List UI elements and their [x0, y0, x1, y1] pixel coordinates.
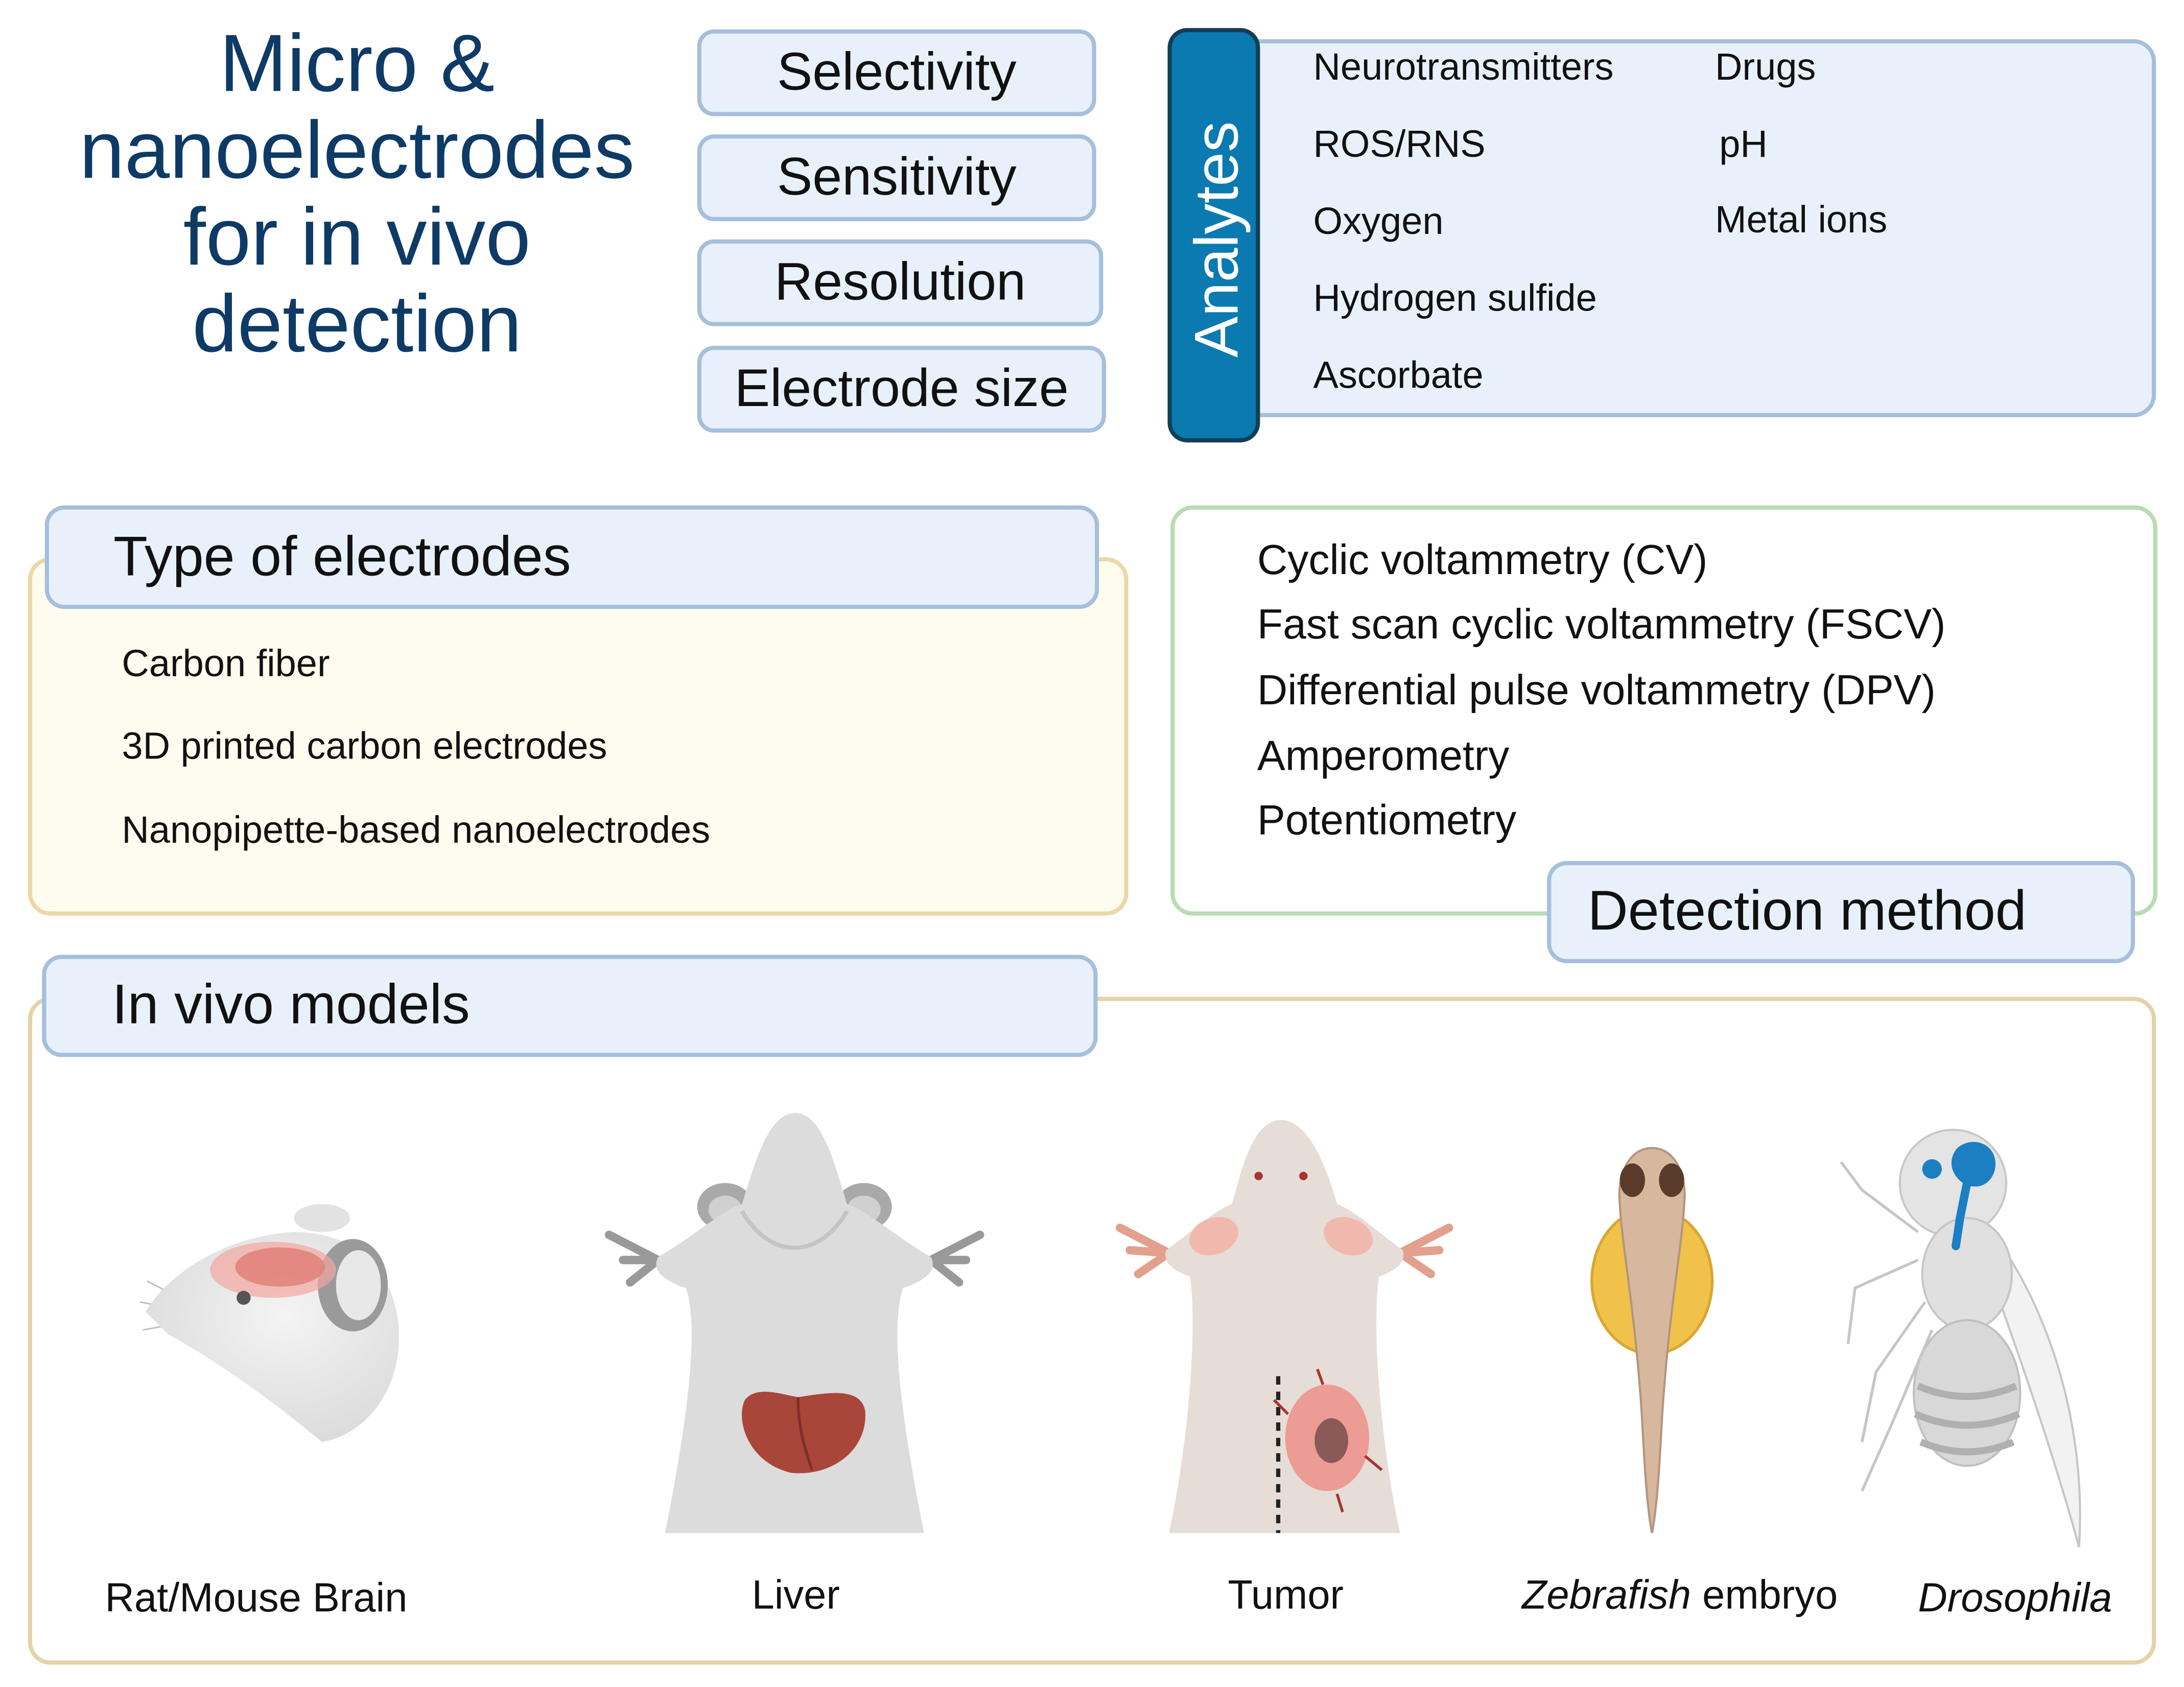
feature-sensitivity: Sensitivity: [697, 134, 1096, 222]
analyte-item: Metal ions: [1715, 199, 1888, 241]
detection-item: Cyclic voltammetry (CV): [1257, 537, 1708, 584]
analyte-item: Oxygen: [1313, 200, 1444, 243]
rat-brain-illustration: [139, 1204, 400, 1442]
electrode-item: 3D printed carbon electrodes: [122, 725, 607, 768]
caption-tumor: Tumor: [1228, 1573, 1344, 1619]
caption-zebrafish-italic: Zebrafish: [1521, 1573, 1692, 1619]
detection-header: Detection method: [1547, 861, 2135, 963]
caption-drosophila: Drosophila: [1918, 1576, 2112, 1622]
caption-zebrafish-embryo: Zebrafish embryo: [1522, 1574, 1838, 1620]
feature-selectivity: Selectivity: [697, 29, 1096, 116]
analyte-item: Ascorbate: [1313, 354, 1484, 396]
tumor-mouse-illustration: [1116, 1120, 1453, 1533]
detection-item: Amperometry: [1257, 733, 1510, 780]
detection-item: Potentiometry: [1257, 798, 1517, 844]
analyte-item: Drugs: [1715, 46, 1816, 88]
liver-mouse-illustration: [604, 1113, 984, 1533]
analytes-label: Analytes: [1183, 121, 1252, 358]
analytes-tab: Analytes: [1167, 28, 1260, 443]
feature-electrode-size: Electrode size: [697, 346, 1106, 433]
caption-zebrafish-rest: embryo: [1691, 1573, 1838, 1619]
drosophila-illustration: [1840, 1129, 2081, 1548]
figure-title: Micro & nanoelectrodes for in vivo detec…: [79, 18, 635, 370]
detection-item: Fast scan cyclic voltammetry (FSCV): [1257, 602, 1946, 649]
electrode-item: Carbon fiber: [122, 643, 330, 685]
zebrafish-illustration: [1590, 1147, 1714, 1533]
electrodes-header: Type of electrodes: [44, 505, 1099, 609]
detection-item: Differential pulse voltammetry (DPV): [1257, 668, 1936, 714]
analyte-item: Hydrogen sulfide: [1313, 277, 1597, 319]
electrodes-panel: [28, 557, 1129, 916]
feature-resolution: Resolution: [697, 239, 1103, 326]
analyte-item: pH: [1719, 123, 1768, 165]
caption-liver: Liver: [752, 1573, 840, 1619]
analytes-panel: [1204, 39, 2156, 417]
electrode-item: Nanopipette-based nanoelectrodes: [122, 809, 711, 851]
caption-rat-mouse-brain: Rat/Mouse Brain: [105, 1576, 408, 1622]
models-header: In vivo models: [42, 955, 1098, 1057]
analyte-item: ROS/RNS: [1313, 123, 1486, 165]
analyte-item: Neurotransmitters: [1313, 46, 1614, 88]
